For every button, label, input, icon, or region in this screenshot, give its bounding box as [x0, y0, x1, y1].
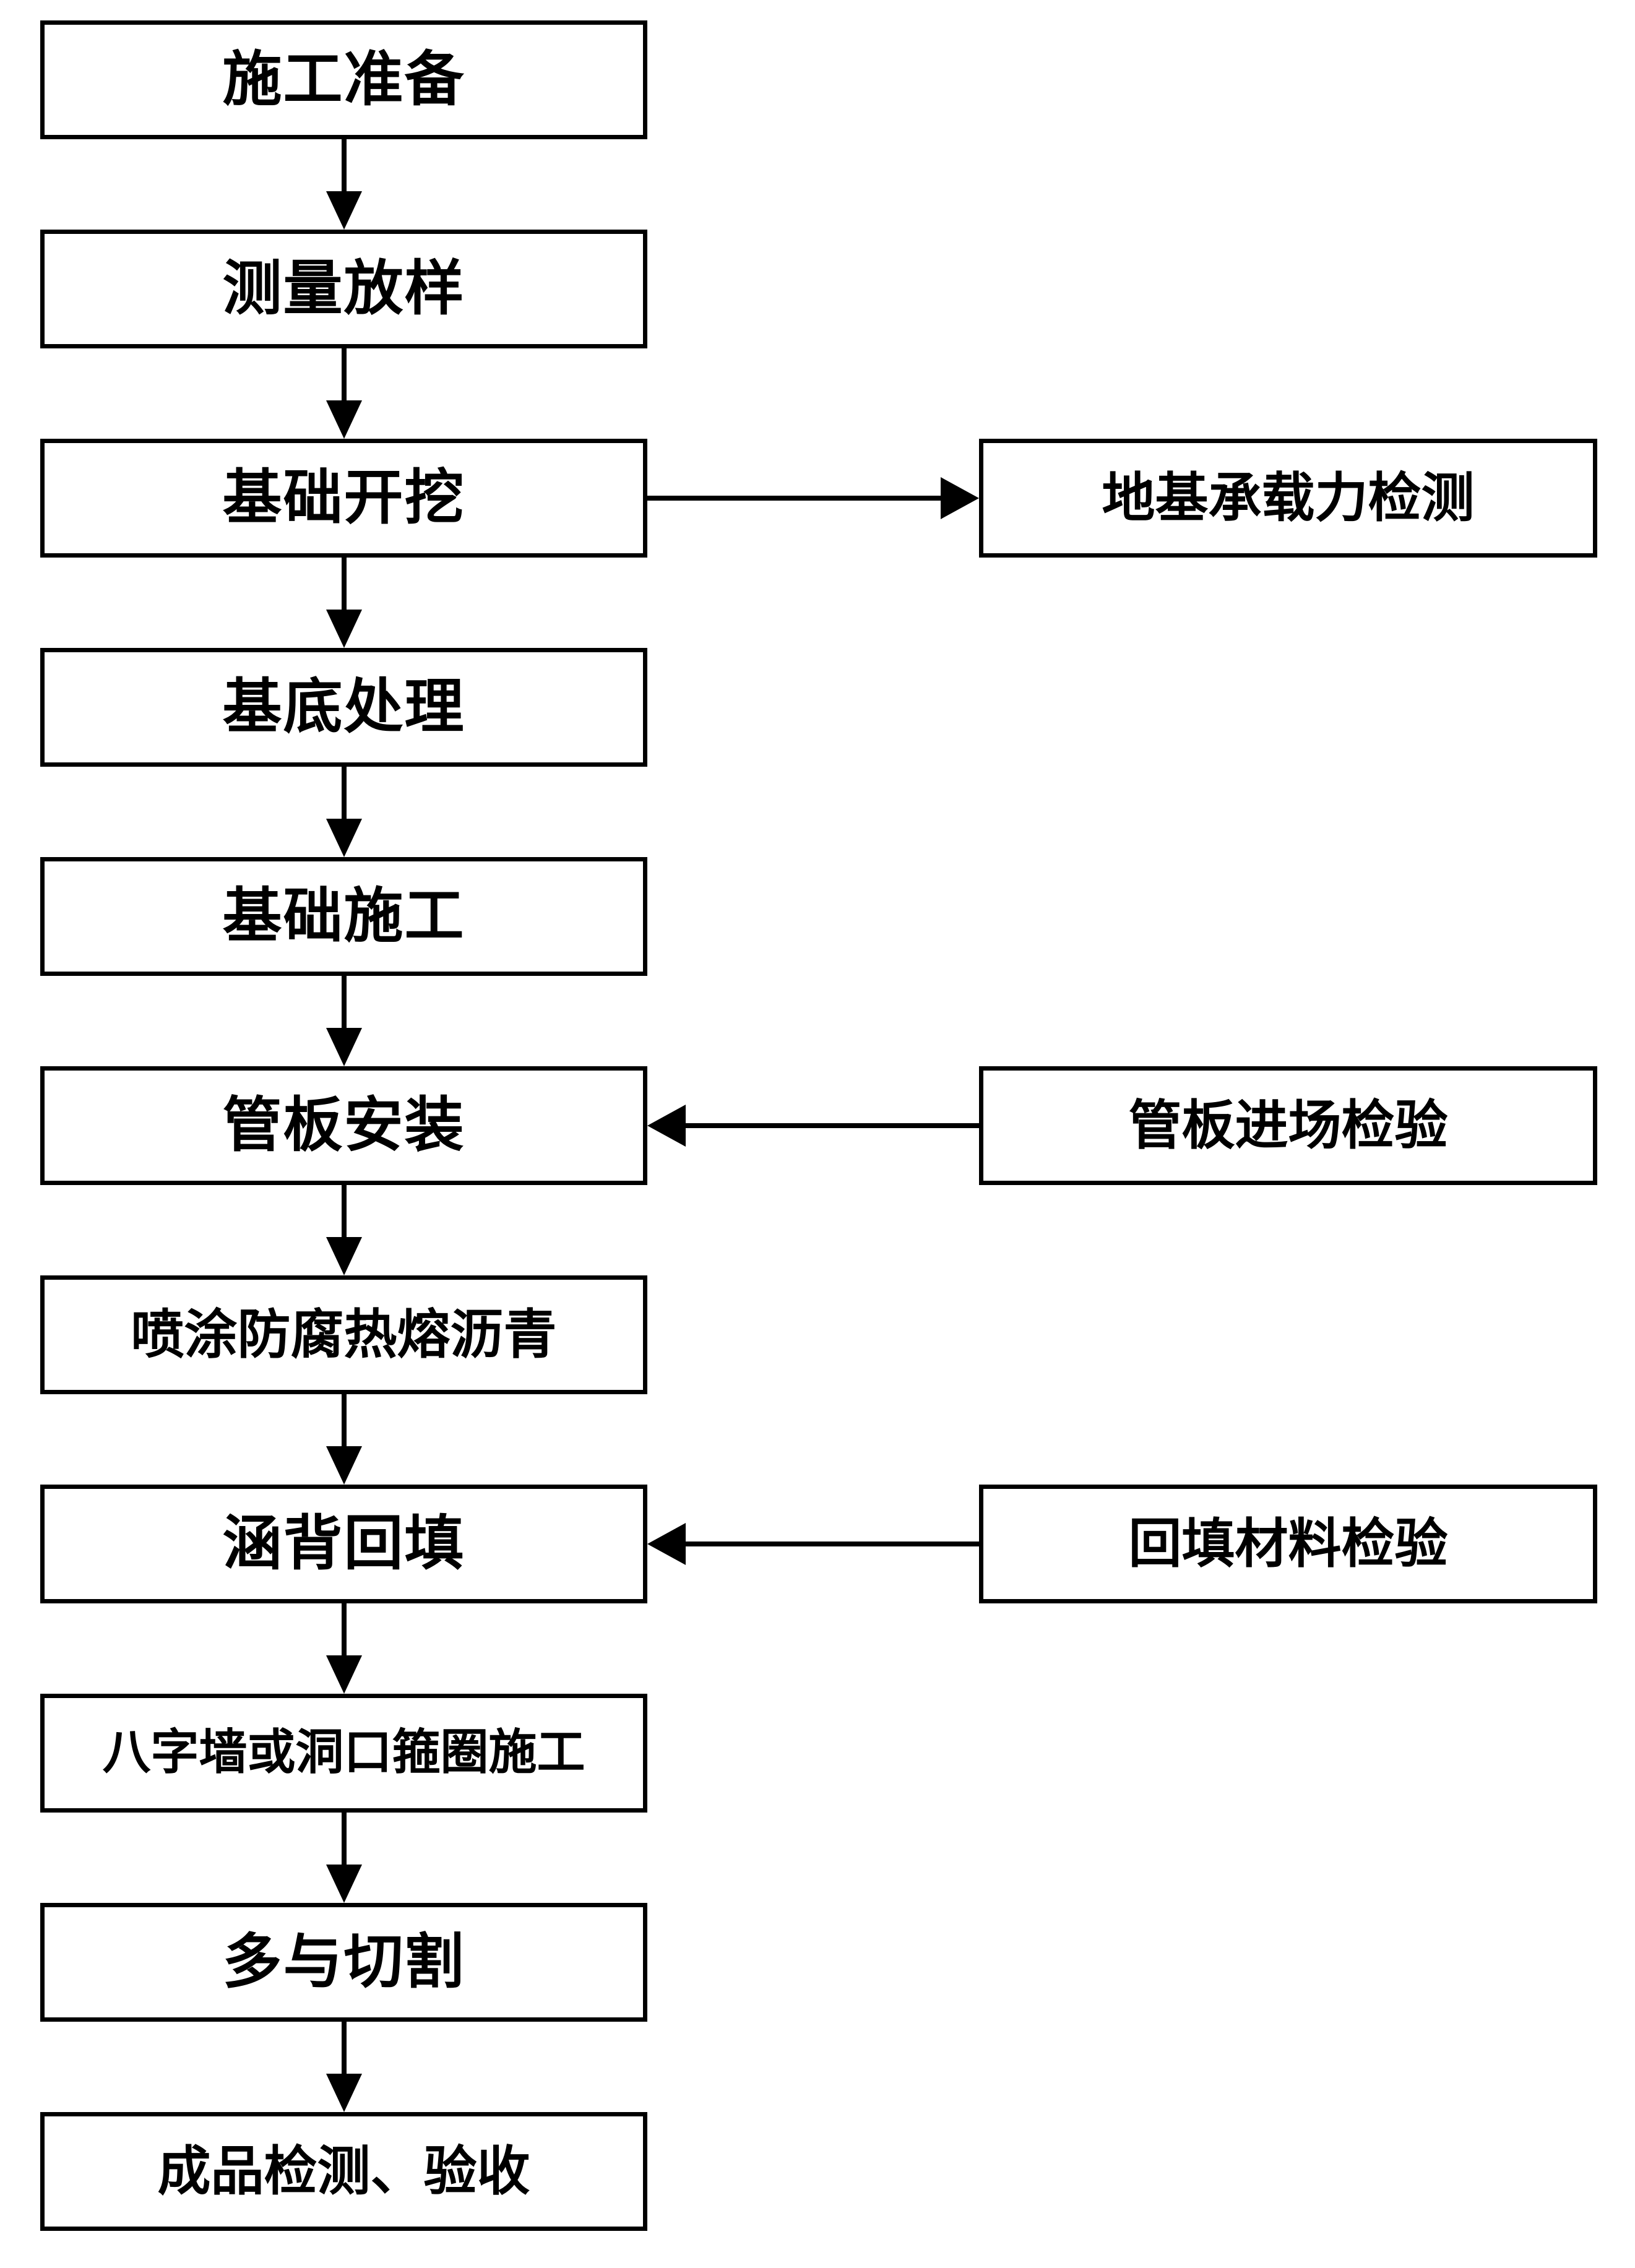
flow-node-label: 基底处理: [222, 672, 465, 742]
side-node-backfill-material-inspection[interactable]: 回填材料检验: [979, 1485, 1597, 1603]
side-node-pipe-plate-entry-inspection[interactable]: 管板进场检验: [979, 1066, 1597, 1185]
arrow-connector-n10-to-n11: [307, 2022, 381, 2112]
arrow-connector-n6-to-n7: [307, 1185, 381, 1275]
arrow-connector-s2-to-n6: [647, 1101, 979, 1150]
arrow-connector-n3-to-s1: [647, 473, 979, 523]
flow-node-spray-anticorrosion-asphalt[interactable]: 喷涂防腐热熔沥青: [40, 1275, 647, 1394]
flow-node-label: 基础施工: [222, 881, 465, 951]
arrow-connector-n5-to-n6: [307, 976, 381, 1066]
flow-node-label: 成品检测、验收: [157, 2140, 530, 2202]
arrow-connector-n4-to-n5: [307, 767, 381, 857]
flow-node-label: 管板安装: [222, 1090, 465, 1160]
side-node-label: 地基承载力检测: [1102, 467, 1475, 529]
flow-node-construction-preparation[interactable]: 施工准备: [40, 20, 647, 139]
flow-node-label: 多与切割: [222, 1927, 465, 1997]
side-node-label: 回填材料检验: [1128, 1512, 1448, 1575]
arrow-connector-n1-to-n2: [307, 139, 381, 230]
flow-node-label: 涵背回填: [222, 1509, 465, 1579]
flow-node-label: 八字墙或洞口箍圈施工: [102, 1725, 585, 1781]
flow-node-excess-cutting[interactable]: 多与切割: [40, 1903, 647, 2022]
side-node-foundation-bearing-capacity-test[interactable]: 地基承载力检测: [979, 439, 1597, 558]
arrow-connector-n9-to-n10: [307, 1813, 381, 1903]
side-node-label: 管板进场检验: [1128, 1094, 1448, 1157]
flow-node-pipe-plate-installation[interactable]: 管板安装: [40, 1066, 647, 1185]
flow-node-label: 测量放样: [222, 254, 465, 324]
arrow-connector-n7-to-n8: [307, 1394, 381, 1485]
flow-node-foundation-excavation[interactable]: 基础开挖: [40, 439, 647, 558]
arrow-connector-n2-to-n3: [307, 348, 381, 439]
flow-node-product-inspection-acceptance[interactable]: 成品检测、验收: [40, 2112, 647, 2231]
flow-node-survey-setting-out[interactable]: 测量放样: [40, 230, 647, 348]
flow-node-foundation-construction[interactable]: 基础施工: [40, 857, 647, 976]
arrow-connector-s3-to-n8: [647, 1519, 979, 1569]
flow-node-subgrade-treatment[interactable]: 基底处理: [40, 648, 647, 767]
arrow-connector-n8-to-n9: [307, 1603, 381, 1694]
arrow-connector-n3-to-n4: [307, 558, 381, 648]
flow-node-label: 施工准备: [222, 45, 465, 114]
flow-node-culvert-back-backfill[interactable]: 涵背回填: [40, 1485, 647, 1603]
flow-node-label: 喷涂防腐热熔沥青: [131, 1303, 557, 1366]
flow-node-label: 基础开挖: [222, 463, 465, 533]
flow-node-wingwall-or-opening-ring-construction[interactable]: 八字墙或洞口箍圈施工: [40, 1694, 647, 1813]
